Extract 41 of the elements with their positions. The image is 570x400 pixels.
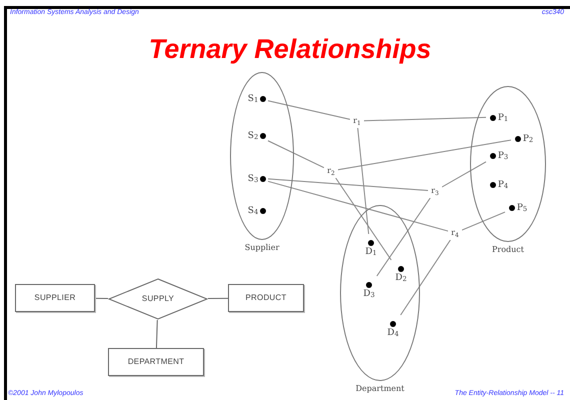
- instance-label: P$_{1}$: [498, 114, 508, 122]
- set-ellipse: [340, 205, 420, 381]
- entity-box: PRODUCT: [228, 284, 304, 312]
- connector-line: [400, 240, 451, 316]
- instance-label: P$_{3}$: [498, 152, 508, 160]
- set-caption: Product: [491, 244, 525, 256]
- set-caption: Supplier: [244, 242, 280, 254]
- connector-line: [156, 320, 158, 348]
- instance-label: S$_{3}$: [248, 174, 258, 184]
- relationship-instance-label: r$_{3}$: [428, 184, 442, 198]
- connector-line: [268, 180, 448, 232]
- instance-label: S$_{2}$: [248, 132, 258, 140]
- connector-line: [442, 161, 486, 188]
- connector-line: [208, 298, 228, 300]
- connector-line: [462, 212, 506, 231]
- instance-label: S$_{4}$: [248, 206, 258, 216]
- connector-line: [338, 140, 512, 170]
- entity-box: DEPARTMENT: [108, 348, 204, 376]
- set-ellipse: [470, 86, 546, 242]
- connector-line: [268, 140, 324, 168]
- connector-line: [376, 198, 431, 276]
- instance-label: D$_{4}$: [387, 328, 399, 338]
- connector-line: [357, 128, 370, 234]
- slide-title: Ternary Relationships: [148, 36, 432, 63]
- instance-label: D$_{2}$: [395, 274, 407, 282]
- connector-line: [94, 298, 108, 300]
- entity-box: SUPPLIER: [15, 284, 95, 312]
- set-caption: Department: [354, 383, 406, 395]
- set-ellipse: [230, 72, 294, 240]
- relationship-diamond: SUPPLY: [108, 278, 208, 320]
- relationship-instance-label: r$_{2}$: [324, 164, 338, 178]
- instance-label: D$_{1}$: [365, 248, 377, 256]
- connector-line: [268, 178, 428, 191]
- connector-line: [364, 116, 486, 122]
- instance-label: P$_{5}$: [516, 204, 528, 212]
- connector-line: [335, 178, 392, 260]
- instance-label: S$_{1}$: [248, 94, 258, 104]
- instance-label: P$_{2}$: [522, 134, 534, 144]
- instance-label: D$_{3}$: [363, 290, 375, 298]
- instance-label: P$_{4}$: [498, 180, 508, 190]
- connector-line: [268, 100, 350, 120]
